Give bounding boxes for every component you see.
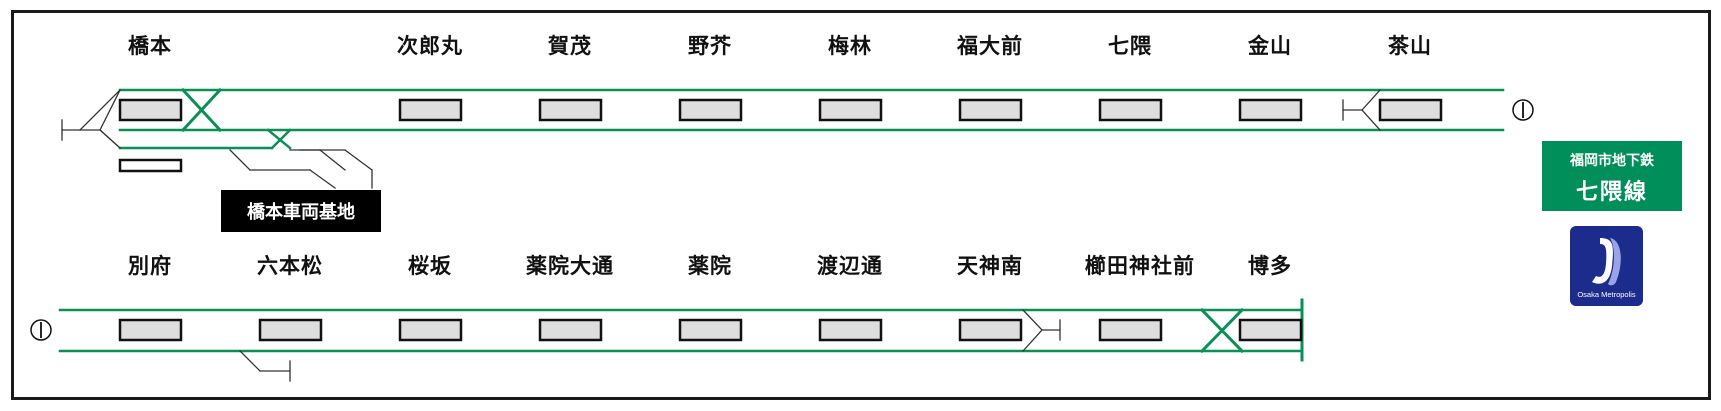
platform-hashimoto <box>118 98 183 122</box>
diagram-frame <box>11 10 1711 400</box>
station-label-watanabe-dori: 渡辺通 <box>817 254 883 278</box>
station-label-yakuin: 薬院 <box>688 254 732 278</box>
station-label-fukudaimae: 福大前 <box>957 34 1023 58</box>
station-label-noke: 野芥 <box>688 34 732 58</box>
station-label-tenjin-minami: 天神南 <box>957 254 1023 278</box>
station-label-umebayashi: 梅林 <box>828 34 872 58</box>
platform-ropponmatsu <box>258 318 323 342</box>
depot-label: 橋本車両基地 <box>221 190 381 232</box>
circled-i-icon-bottom <box>30 319 52 341</box>
station-label-hakata: 博多 <box>1248 254 1292 278</box>
platform-chayama <box>1378 98 1443 122</box>
station-label-yakuin-odori: 薬院大通 <box>526 254 614 278</box>
depot-spur-crossover <box>266 128 292 150</box>
logo-mark-icon <box>1592 238 1621 286</box>
station-label-sakurazaka: 桜坂 <box>408 254 452 278</box>
station-label-hashimoto: 橋本 <box>128 34 172 58</box>
platform-kamo <box>538 98 603 122</box>
logo-text: Osaka Metropolis <box>1577 290 1636 299</box>
station-label-ropponmatsu: 六本松 <box>257 254 323 278</box>
platform-hakata <box>1238 318 1303 342</box>
platform-kanayama <box>1238 98 1303 122</box>
platform-beppu <box>118 318 183 342</box>
station-label-kanayama: 金山 <box>1248 34 1292 58</box>
station-label-jiromaru: 次郎丸 <box>397 34 463 58</box>
station-label-kamo: 賀茂 <box>548 34 592 58</box>
platform-yakuin <box>678 318 743 342</box>
platform-umebayashi <box>818 98 883 122</box>
platform-yakuin-odori <box>538 318 603 342</box>
station-label-beppu: 別府 <box>128 254 172 278</box>
circled-i-icon-top <box>1512 99 1534 121</box>
bottom-crossover-2 <box>1199 307 1245 354</box>
metro-logo: Osaka Metropolis <box>1570 226 1643 306</box>
station-label-kushida-jinja-mae: 櫛田神社前 <box>1085 254 1195 278</box>
platform-nanakuma <box>1098 98 1163 122</box>
platform-watanabe-dori <box>818 318 883 342</box>
line-badge: 福岡市地下鉄 七隈線 <box>1542 141 1682 211</box>
platform-fukudaimae <box>958 98 1023 122</box>
line-name: 七隈線 <box>1575 180 1648 205</box>
station-label-nanakuma: 七隈 <box>1108 34 1152 58</box>
top-crossover-2 <box>180 87 223 133</box>
platform-sakurazaka <box>398 318 463 342</box>
platform-jiromaru <box>398 98 463 122</box>
station-label-chayama: 茶山 <box>1388 34 1432 58</box>
depot-siding <box>118 158 183 173</box>
platform-noke <box>678 98 743 122</box>
platform-tenjin-minami <box>958 318 1023 342</box>
platform-kushida-jinja-mae <box>1098 318 1163 342</box>
depot-spur-crossover-2 <box>270 128 292 150</box>
operator-name: 福岡市地下鉄 <box>1570 153 1654 169</box>
